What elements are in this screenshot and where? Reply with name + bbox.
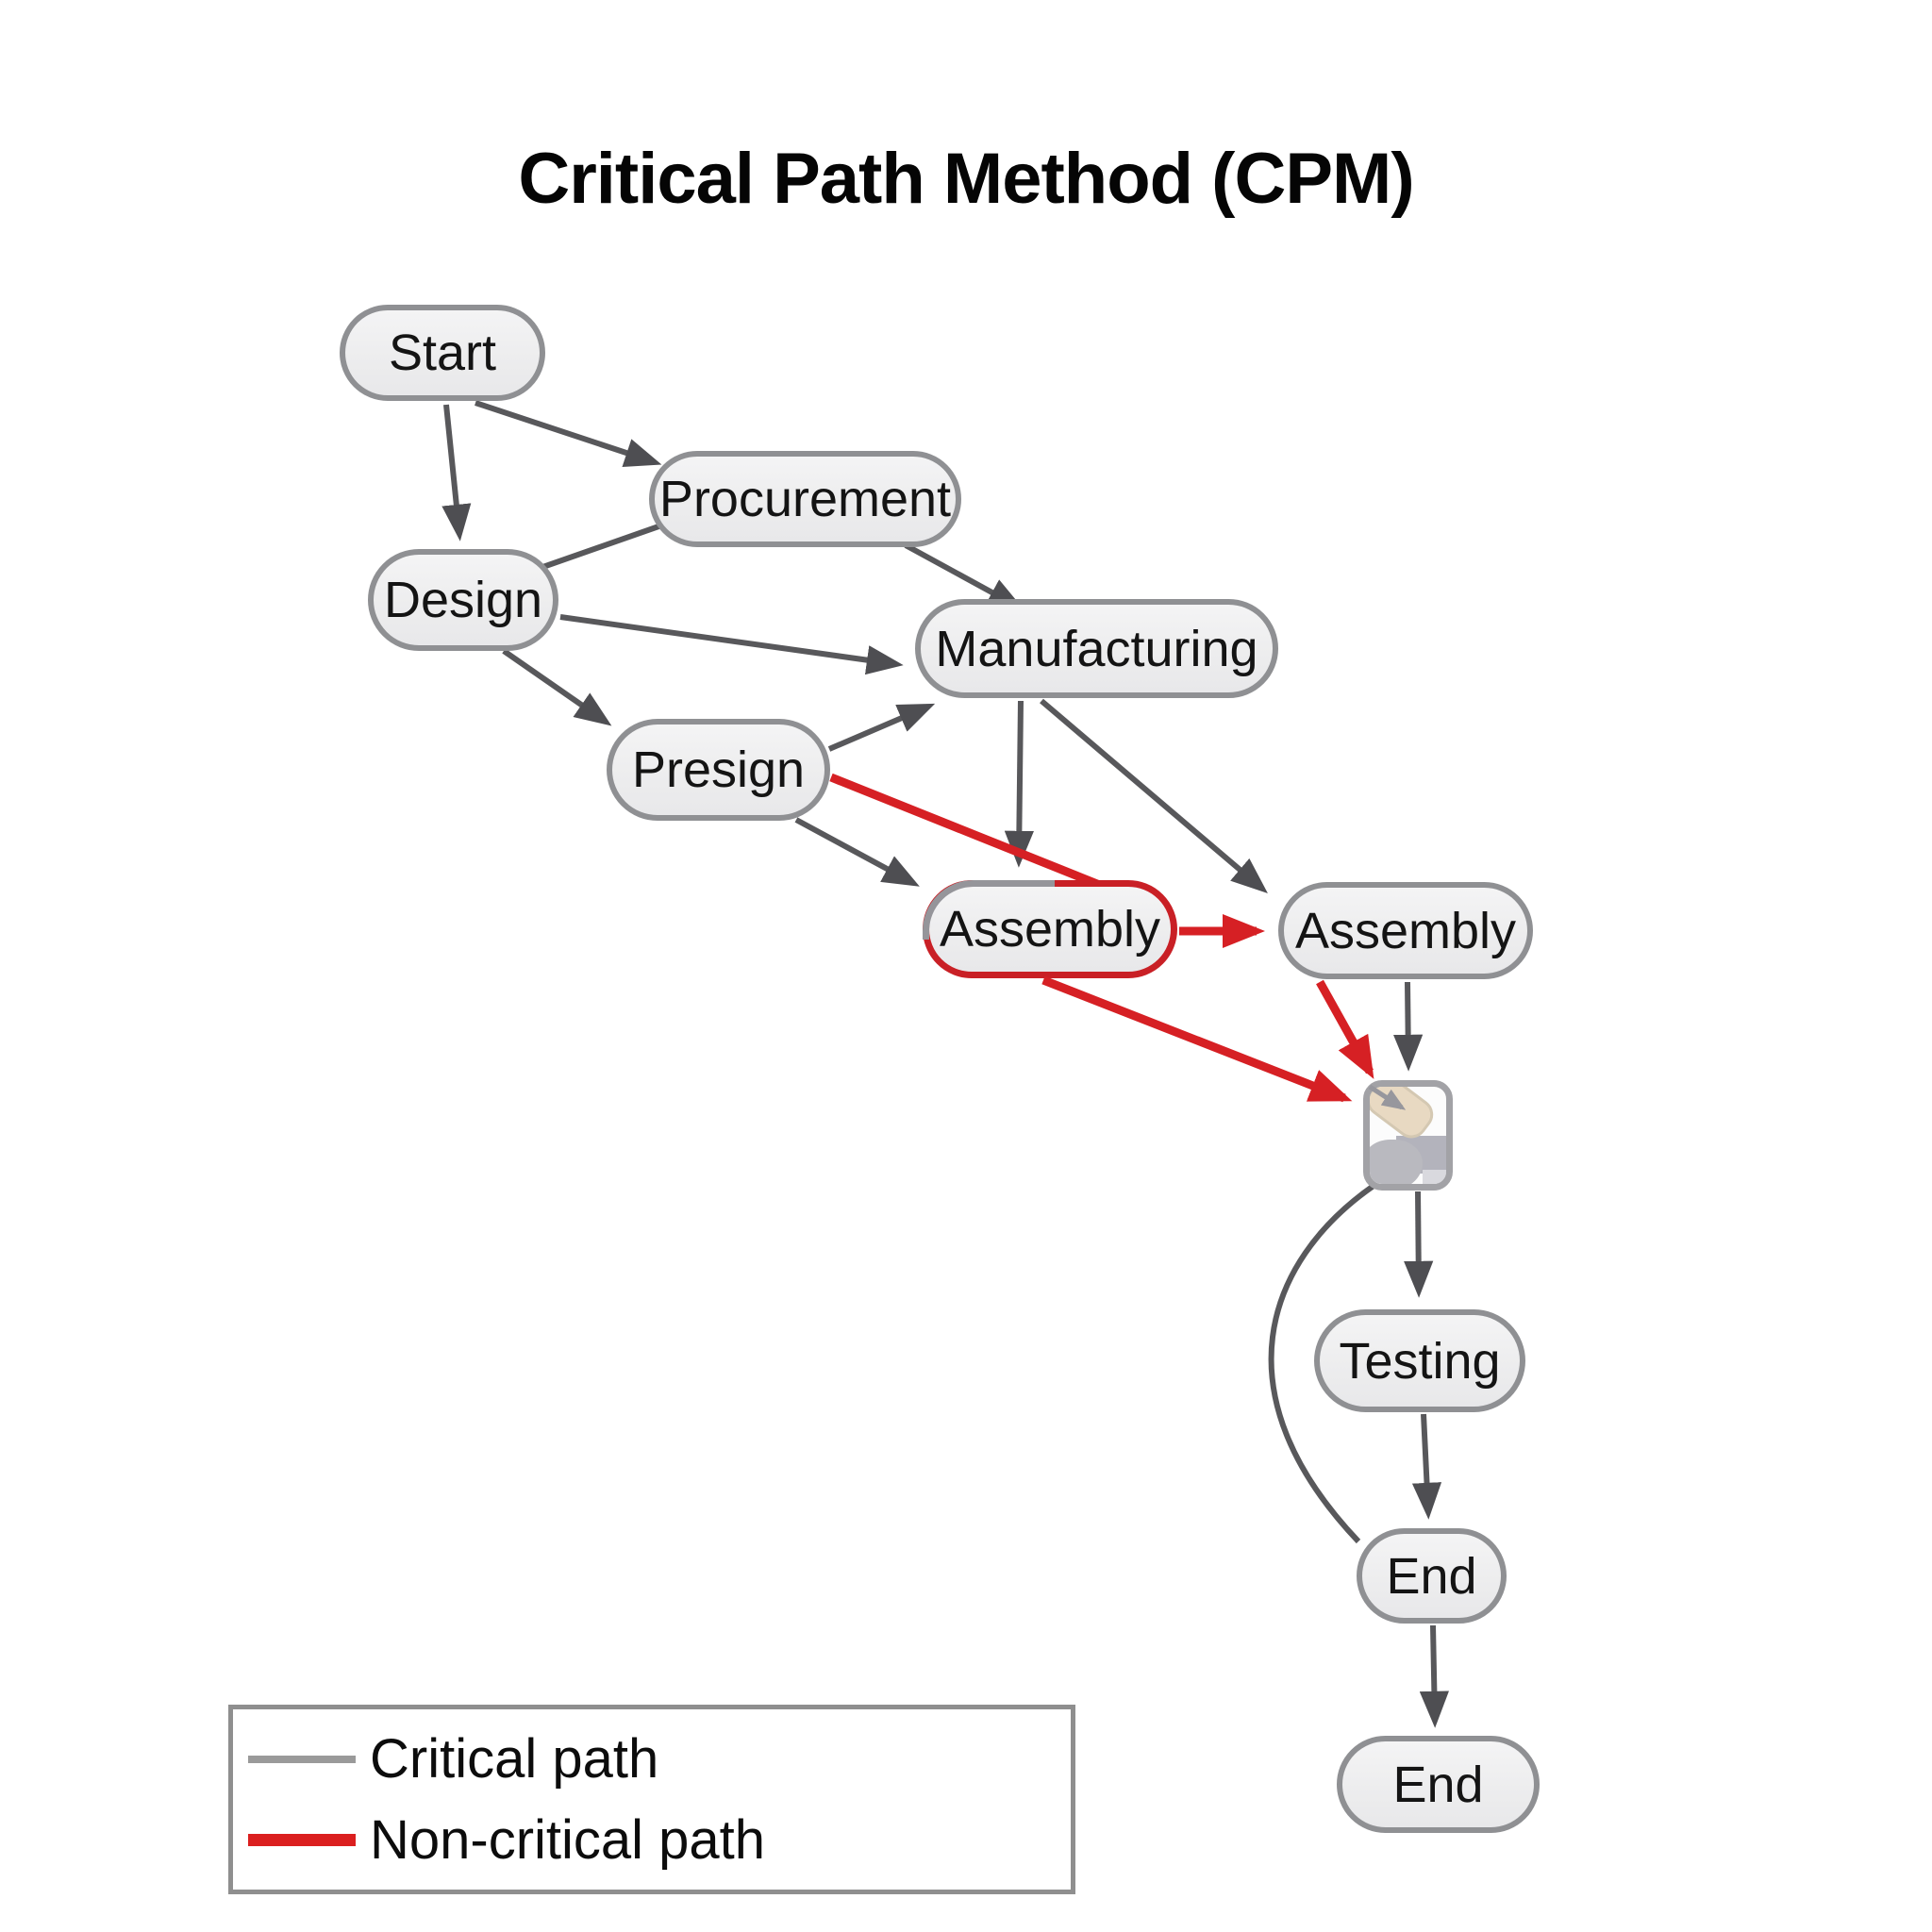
edge-presign-assembly1 — [829, 773, 1132, 902]
edge-procurement-manufacturing — [904, 542, 1024, 610]
edge-design-procurement — [534, 522, 665, 573]
edge-presign-manufacturing — [827, 703, 936, 752]
edge-junction-testing — [1404, 1191, 1434, 1298]
node-junction — [1363, 1080, 1453, 1191]
node-label-testing: Testing — [1339, 1332, 1501, 1390]
legend-row-critical: Critical path — [248, 1727, 1071, 1790]
artifact-shape-band2 — [1423, 1170, 1446, 1184]
edge-testing-end1 — [1411, 1413, 1442, 1520]
edge-design-presign — [502, 648, 612, 726]
node-testing: Testing — [1314, 1309, 1525, 1412]
node-presign: Presign — [607, 719, 830, 821]
node-label-assembly2: Assembly — [1294, 902, 1517, 959]
node-design: Design — [368, 549, 558, 651]
node-assembly1: Assembly — [923, 880, 1177, 978]
non-critical-path-swatch — [248, 1834, 356, 1846]
node-end2: End — [1337, 1736, 1540, 1833]
edge-junction-end1 — [1268, 1183, 1375, 1544]
critical-path-swatch — [248, 1755, 356, 1763]
node-procurement: Procurement — [649, 451, 961, 547]
node-label-end1: End — [1386, 1547, 1477, 1605]
node-assembly2: Assembly — [1278, 882, 1533, 979]
edge-presign-assembly1 — [794, 817, 920, 887]
node-label-assembly1: Assembly — [939, 901, 1161, 958]
edge-manufacturing-assembly2 — [1040, 698, 1268, 894]
node-label-start: Start — [388, 325, 497, 381]
edge-design-manufacturing — [559, 614, 904, 675]
edge-manufacturing-assembly1 — [1004, 700, 1034, 868]
legend-label-critical: Critical path — [370, 1728, 659, 1790]
diagram-title: Critical Path Method (CPM) — [518, 139, 1414, 219]
node-label-design: Design — [383, 572, 543, 628]
node-start: Start — [340, 305, 545, 401]
node-label-procurement: Procurement — [658, 471, 952, 527]
node-label-end2: End — [1392, 1756, 1484, 1813]
edge-end1-end2 — [1419, 1624, 1449, 1728]
legend-box: Critical path Non-critical path — [228, 1705, 1075, 1894]
edge-start-design — [441, 404, 472, 541]
legend-label-noncritical: Non-critical path — [370, 1809, 766, 1871]
artifact-shape-blob — [1370, 1140, 1423, 1184]
legend-row-noncritical: Non-critical path — [248, 1808, 1071, 1872]
edge-start-procurement — [475, 400, 662, 467]
node-label-manufacturing: Manufacturing — [935, 620, 1258, 677]
node-label-presign: Presign — [631, 741, 806, 798]
node-end1: End — [1357, 1528, 1507, 1624]
artifact-shape-beige — [1370, 1087, 1440, 1145]
node-manufacturing: Manufacturing — [915, 599, 1278, 698]
